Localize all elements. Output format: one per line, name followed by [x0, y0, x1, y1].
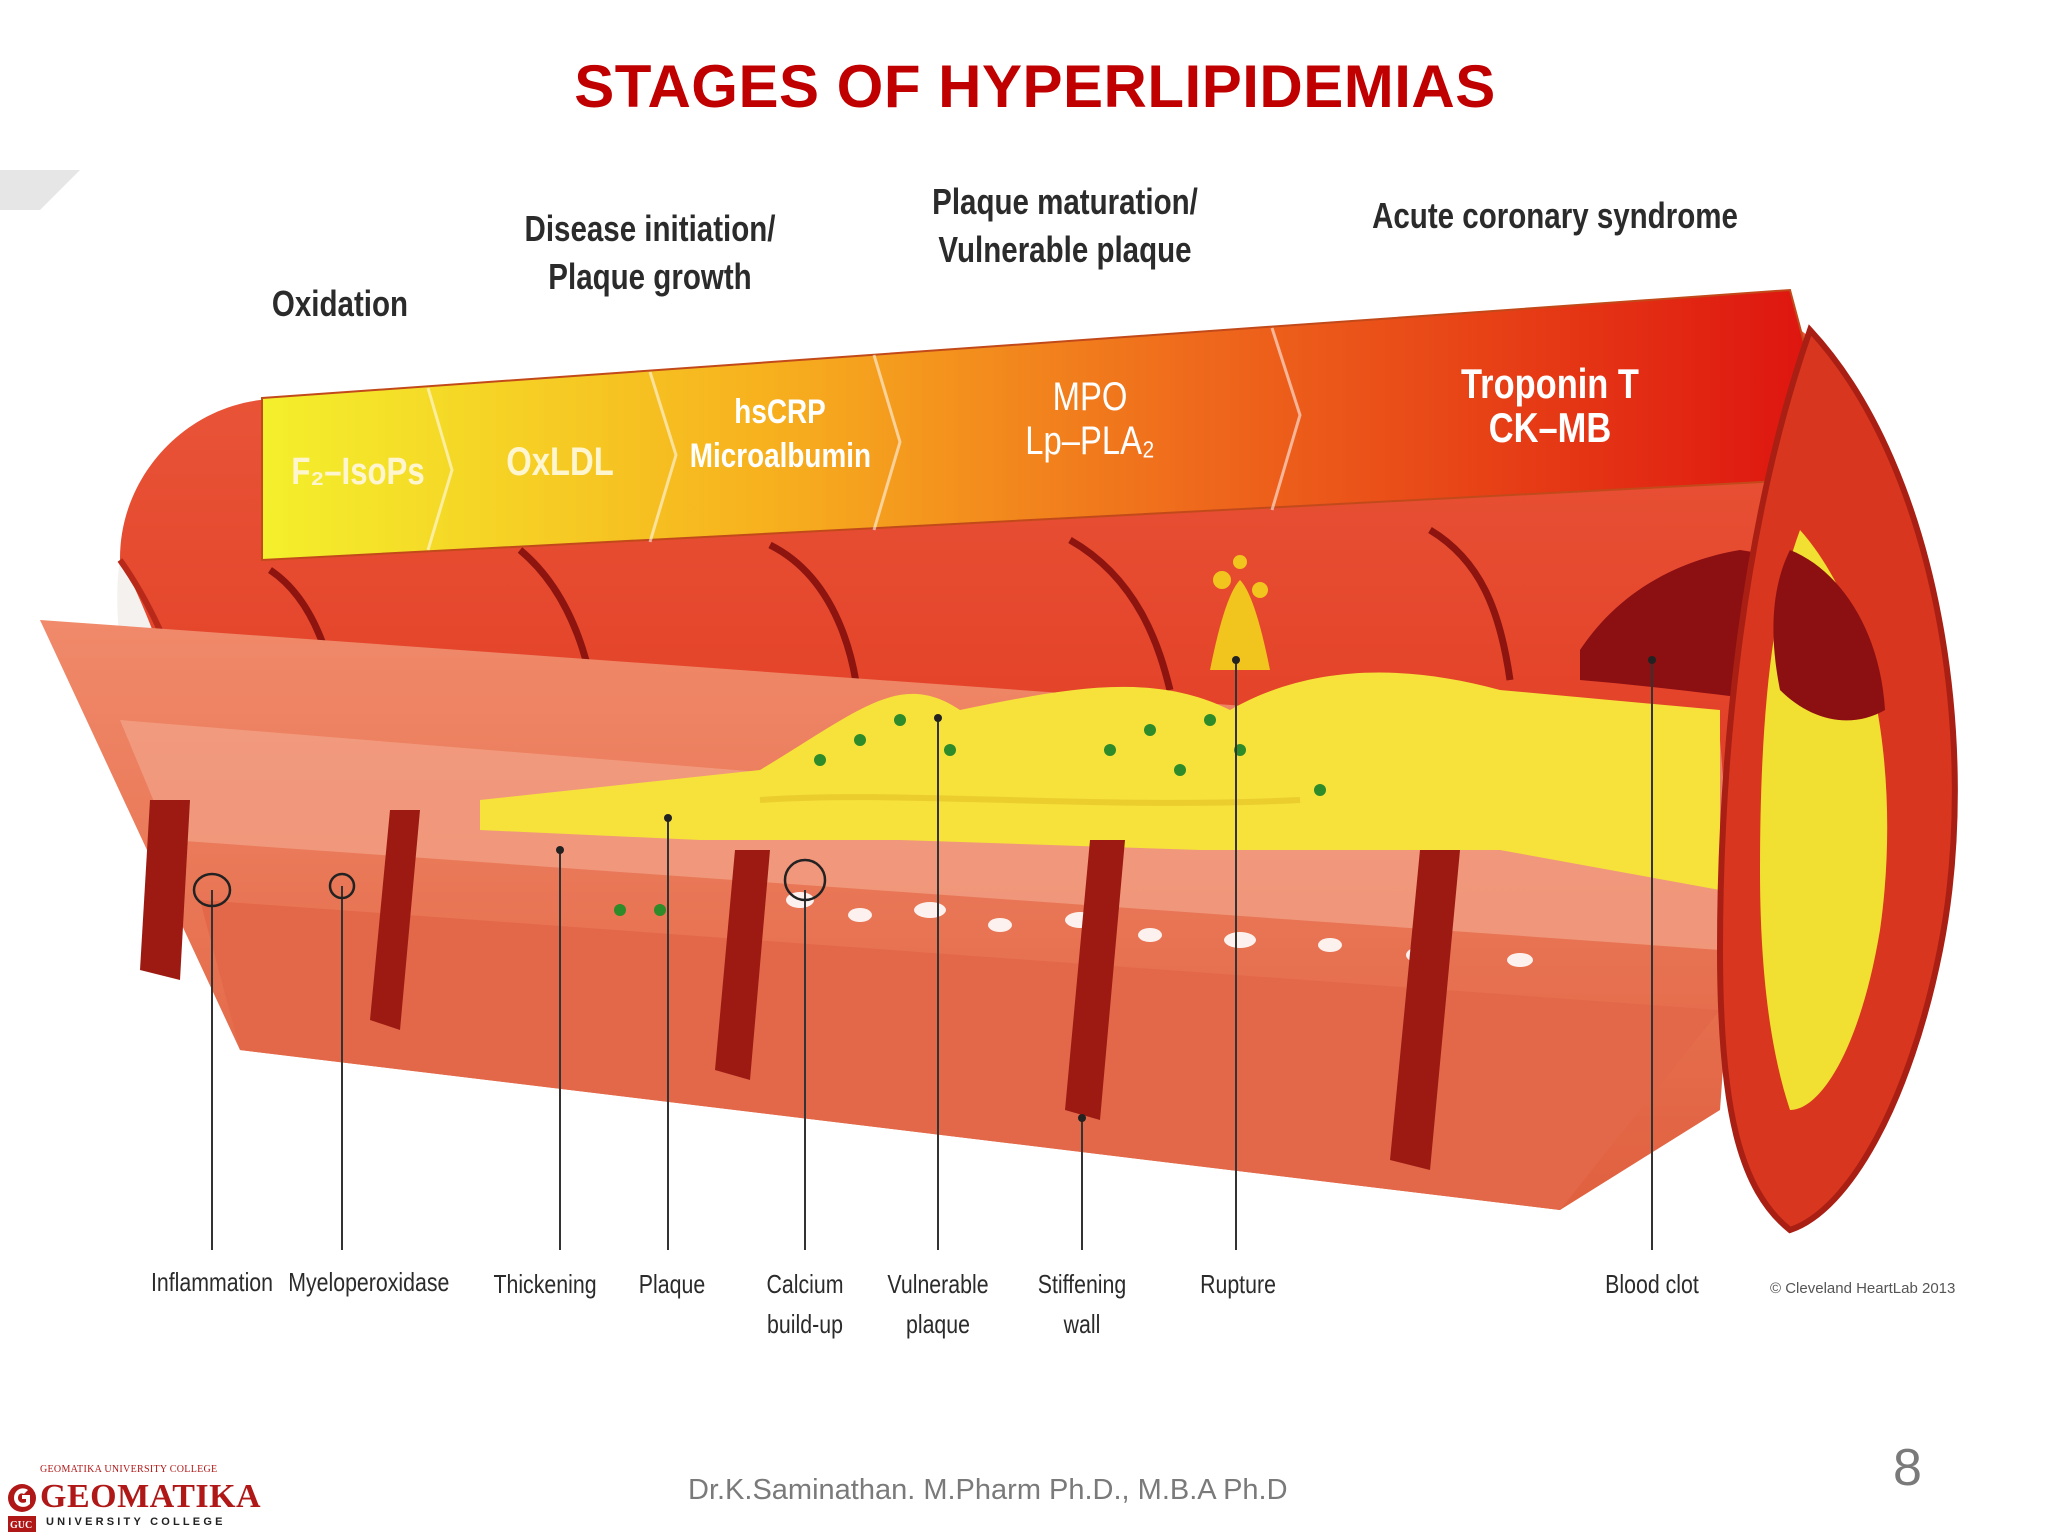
artery-wall-outer-layer [200, 900, 1720, 1210]
callout-leaders [211, 660, 1653, 1250]
logo-badge: GUC [10, 1520, 33, 1531]
image-credit: © Cleveland HeartLab 2013 [1770, 1280, 1956, 1297]
stage-arrow-chevrons [426, 327, 1302, 551]
callout-line: Thickening [493, 1269, 597, 1299]
stage-label-plaque-maturation: Plaque maturation/ Vulnerable plaque [930, 178, 1201, 274]
callout-rupture: Rupture [1181, 1264, 1296, 1304]
marker-oxldl: OxLDL [486, 440, 634, 484]
marker-line: hsCRP [734, 393, 826, 431]
callout-line: Rupture [1200, 1269, 1276, 1299]
callout-line: Inflammation [150, 1267, 274, 1297]
callout-line: Vulnerable [887, 1269, 989, 1299]
stage-label-disease-initiation: Disease initiation/ Plaque growth [519, 205, 781, 301]
callout-myeloperoxidase: Myeloperoxidase [288, 1262, 450, 1302]
callout-dots [556, 656, 1656, 1122]
stage-label-line: Plaque growth [548, 256, 752, 297]
page-number: 8 [1893, 1439, 1922, 1497]
plaque-rupture [1210, 580, 1270, 670]
author-footer: Dr.K.Saminathan. M.Pharm Ph.D., M.B.A Ph… [688, 1474, 1288, 1506]
callout-thickening: Thickening [484, 1264, 607, 1304]
callout-line: plaque [905, 1309, 971, 1339]
segment-cuts [140, 800, 1460, 1170]
stage-label-acute-coronary-syndrome: Acute coronary syndrome [1371, 192, 1740, 240]
marker-troponin-ckmb: Troponin T CK–MB [1443, 362, 1656, 450]
callout-line: build-up [767, 1309, 843, 1339]
marker-line: OxLDL [506, 440, 614, 484]
callout-line: Plaque [638, 1269, 706, 1299]
stage-label-line: Acute coronary syndrome [1372, 195, 1738, 236]
plaque-texture [759, 794, 1301, 806]
marker-line: MPO [1052, 375, 1128, 419]
artery-end-clot [1773, 550, 1885, 721]
marker-line: Microalbumin [689, 437, 872, 475]
callout-line: Stiffening [1037, 1269, 1127, 1299]
marker-line: Lp–PLA₂ [1025, 419, 1155, 463]
left-shadow [0, 170, 80, 210]
logo-name: GEOMATIKA [40, 1478, 262, 1515]
marker-line: CK–MB [1488, 404, 1612, 451]
callout-calcium-build-up: Calcium build-up [748, 1264, 863, 1344]
stage-label-line: Oxidation [271, 283, 409, 324]
slide-title: STAGES OF HYPERLIPIDEMIAS [574, 53, 1496, 120]
callout-vulnerable-plaque: Vulnerable plaque [881, 1264, 996, 1344]
marker-f2-isops: F₂–IsoPs [284, 450, 432, 494]
callout-circles [192, 858, 827, 908]
marker-line: Troponin T [1461, 360, 1639, 407]
callout-line: wall [1063, 1309, 1101, 1339]
logo-subtitle: UNIVERSITY COLLEGE [46, 1516, 226, 1528]
logo-tagline: GEOMATIKA UNIVERSITY COLLEGE [40, 1464, 218, 1475]
stage-label-line: Vulnerable plaque [938, 229, 1192, 270]
plaque-deposit [480, 672, 1720, 890]
callout-inflammation: Inflammation [146, 1262, 277, 1302]
marker-line: F₂–IsoPs [291, 451, 425, 493]
geomatika-logo [8, 1484, 36, 1532]
callout-line: Blood clot [1605, 1269, 1699, 1299]
rupture-splatter [1213, 555, 1268, 598]
marker-mpo-lppla2: MPO Lp–PLA₂ [1000, 375, 1180, 463]
callout-line: Calcium [766, 1269, 844, 1299]
stage-label-line: Disease initiation/ [524, 208, 776, 249]
stage-label-line: Plaque maturation/ [932, 181, 1198, 222]
artery-illustration [0, 170, 1958, 1250]
callout-plaque: Plaque [623, 1264, 721, 1304]
hyperlipidemia-stages-diagram: Oxidation Disease initiation/ Plaque gro… [0, 150, 2048, 1370]
callout-blood-clot: Blood clot [1595, 1264, 1710, 1304]
marker-hscrp-microalbumin: hsCRP Microalbumin [689, 390, 872, 478]
callout-stiffening-wall: Stiffening wall [1025, 1264, 1140, 1344]
callout-line: Myeloperoxidase [288, 1267, 450, 1297]
stage-label-oxidation: Oxidation [250, 280, 430, 328]
